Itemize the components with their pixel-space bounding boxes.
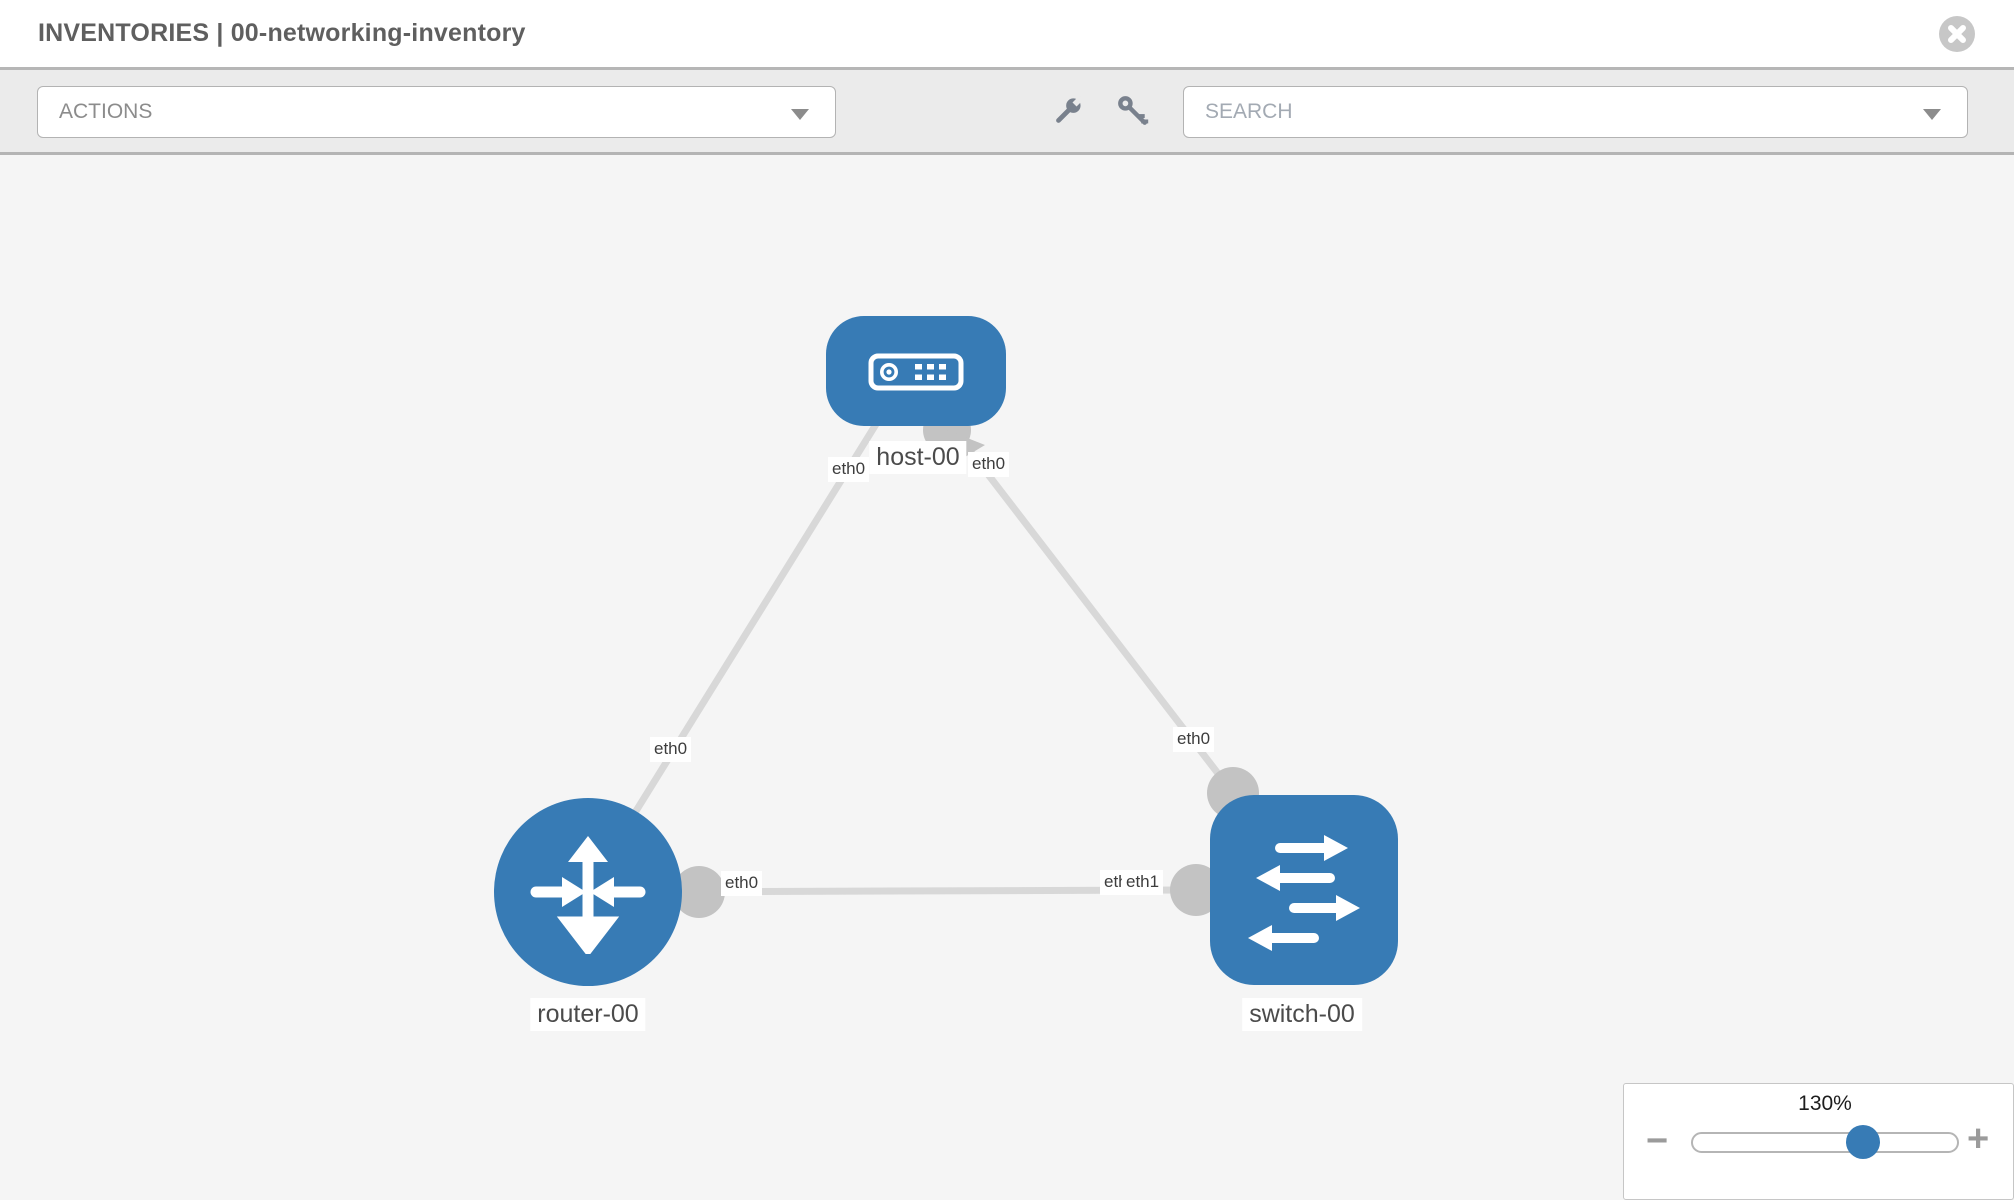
iface-label-host-switch-link: eth0 <box>1173 727 1215 752</box>
adhoc-command-button[interactable] <box>1049 94 1085 135</box>
search-dropdown[interactable]: SEARCH <box>1183 86 1968 138</box>
key-icon <box>1118 96 1149 125</box>
iface-label-host-router-link: eth0 <box>650 737 692 762</box>
toolbar: ACTIONS SEARCH <box>0 70 2014 155</box>
node-label-router: router-00 <box>530 998 646 1031</box>
host-device-icon <box>868 353 964 391</box>
header-bar: INVENTORIES | 00-networking-inventory <box>0 0 2014 70</box>
topology-canvas[interactable]: host-00 router-00 switch-00 eth0 eth0 et… <box>0 155 2014 1200</box>
iface-label-host-left: eth0 <box>828 457 870 482</box>
close-button[interactable] <box>1939 16 1975 52</box>
page-title: INVENTORIES | 00-networking-inventory <box>38 19 526 47</box>
iface-label-router-eth0: eth0 <box>721 871 763 896</box>
zoom-slider-thumb[interactable] <box>1846 1125 1880 1159</box>
zoom-out-button[interactable]: − <box>1646 1120 1669 1162</box>
search-dropdown-label: SEARCH <box>1205 100 1293 123</box>
links-layer <box>602 406 1259 918</box>
zoom-in-button[interactable]: + <box>1967 1118 1990 1160</box>
connector-router-eth0[interactable] <box>673 866 725 918</box>
zoom-slider-track[interactable] <box>1691 1132 1959 1153</box>
chevron-down-icon <box>1923 109 1941 120</box>
wrench-icon <box>1056 95 1084 123</box>
iface-label-switch-eth1: eth1 <box>1122 870 1164 895</box>
zoom-control-panel: 130% − + <box>1623 1083 2014 1200</box>
node-host-00[interactable] <box>826 316 1006 426</box>
connector-switch-eth1[interactable] <box>1170 864 1222 916</box>
actions-dropdown[interactable]: ACTIONS <box>37 86 836 138</box>
credentials-button[interactable] <box>1114 92 1152 135</box>
node-label-host: host-00 <box>869 441 967 474</box>
close-icon <box>1948 25 1966 43</box>
zoom-level-value: 130% <box>1798 1092 1852 1115</box>
link-host-router <box>602 419 881 863</box>
chevron-down-icon <box>791 109 809 120</box>
iface-label-host-right: eth0 <box>968 452 1010 477</box>
router-icon <box>530 836 646 954</box>
node-label-switch: switch-00 <box>1242 998 1362 1031</box>
node-switch-00[interactable] <box>1210 795 1398 985</box>
actions-dropdown-label: ACTIONS <box>59 100 153 123</box>
node-router-00[interactable] <box>494 798 682 986</box>
switch-icon <box>1248 835 1360 951</box>
